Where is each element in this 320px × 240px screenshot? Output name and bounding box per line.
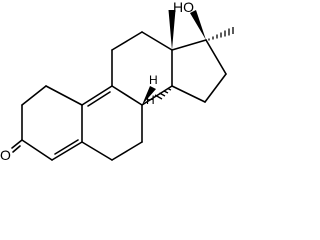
bond-c12-c13: [141, 31, 173, 51]
bond-c8-c9: [111, 85, 143, 106]
h-c8-label: H: [149, 73, 158, 87]
bond-c4-c5-double: [54, 139, 79, 155]
c8-hydrogen-wedge: [142, 86, 156, 105]
bond-c9-c10-double: [87, 91, 111, 107]
c17-methyl-hash: [208, 27, 234, 41]
ring-d: [171, 39, 227, 103]
h-c14-label: H: [146, 93, 155, 107]
bond-c9-c10: [81, 85, 113, 106]
bond-c15-c14: [171, 85, 206, 103]
bond-c6-c7: [111, 141, 143, 161]
c17-hydroxyl-wedge: [190, 10, 206, 40]
ring-c: [111, 31, 173, 106]
bond-c11-c12: [111, 31, 143, 51]
bond-c3-c4: [21, 139, 53, 161]
bond-c3-o-double: [12, 145, 21, 153]
ring-b: [81, 85, 143, 161]
c14-hydrogen-hash: [154, 88, 172, 100]
ring-a: [21, 85, 83, 161]
steroid-structure-diagram: O HO H: [0, 0, 234, 163]
oxygen-label: O: [0, 147, 11, 163]
bond-c5-c6: [81, 141, 113, 161]
carbonyl-group: O: [0, 139, 23, 163]
bond-c16-c15: [204, 73, 227, 103]
bond-c4-c5: [51, 141, 83, 161]
bond-c17-c16: [205, 39, 227, 75]
hydroxyl-label: HO: [173, 0, 194, 15]
c13-methyl-wedge: [168, 10, 176, 50]
bond-c3-o: [11, 139, 23, 149]
bond-c13-c17: [171, 39, 207, 51]
bond-c1-c2: [21, 85, 47, 106]
bond-c10-c1: [45, 85, 83, 106]
